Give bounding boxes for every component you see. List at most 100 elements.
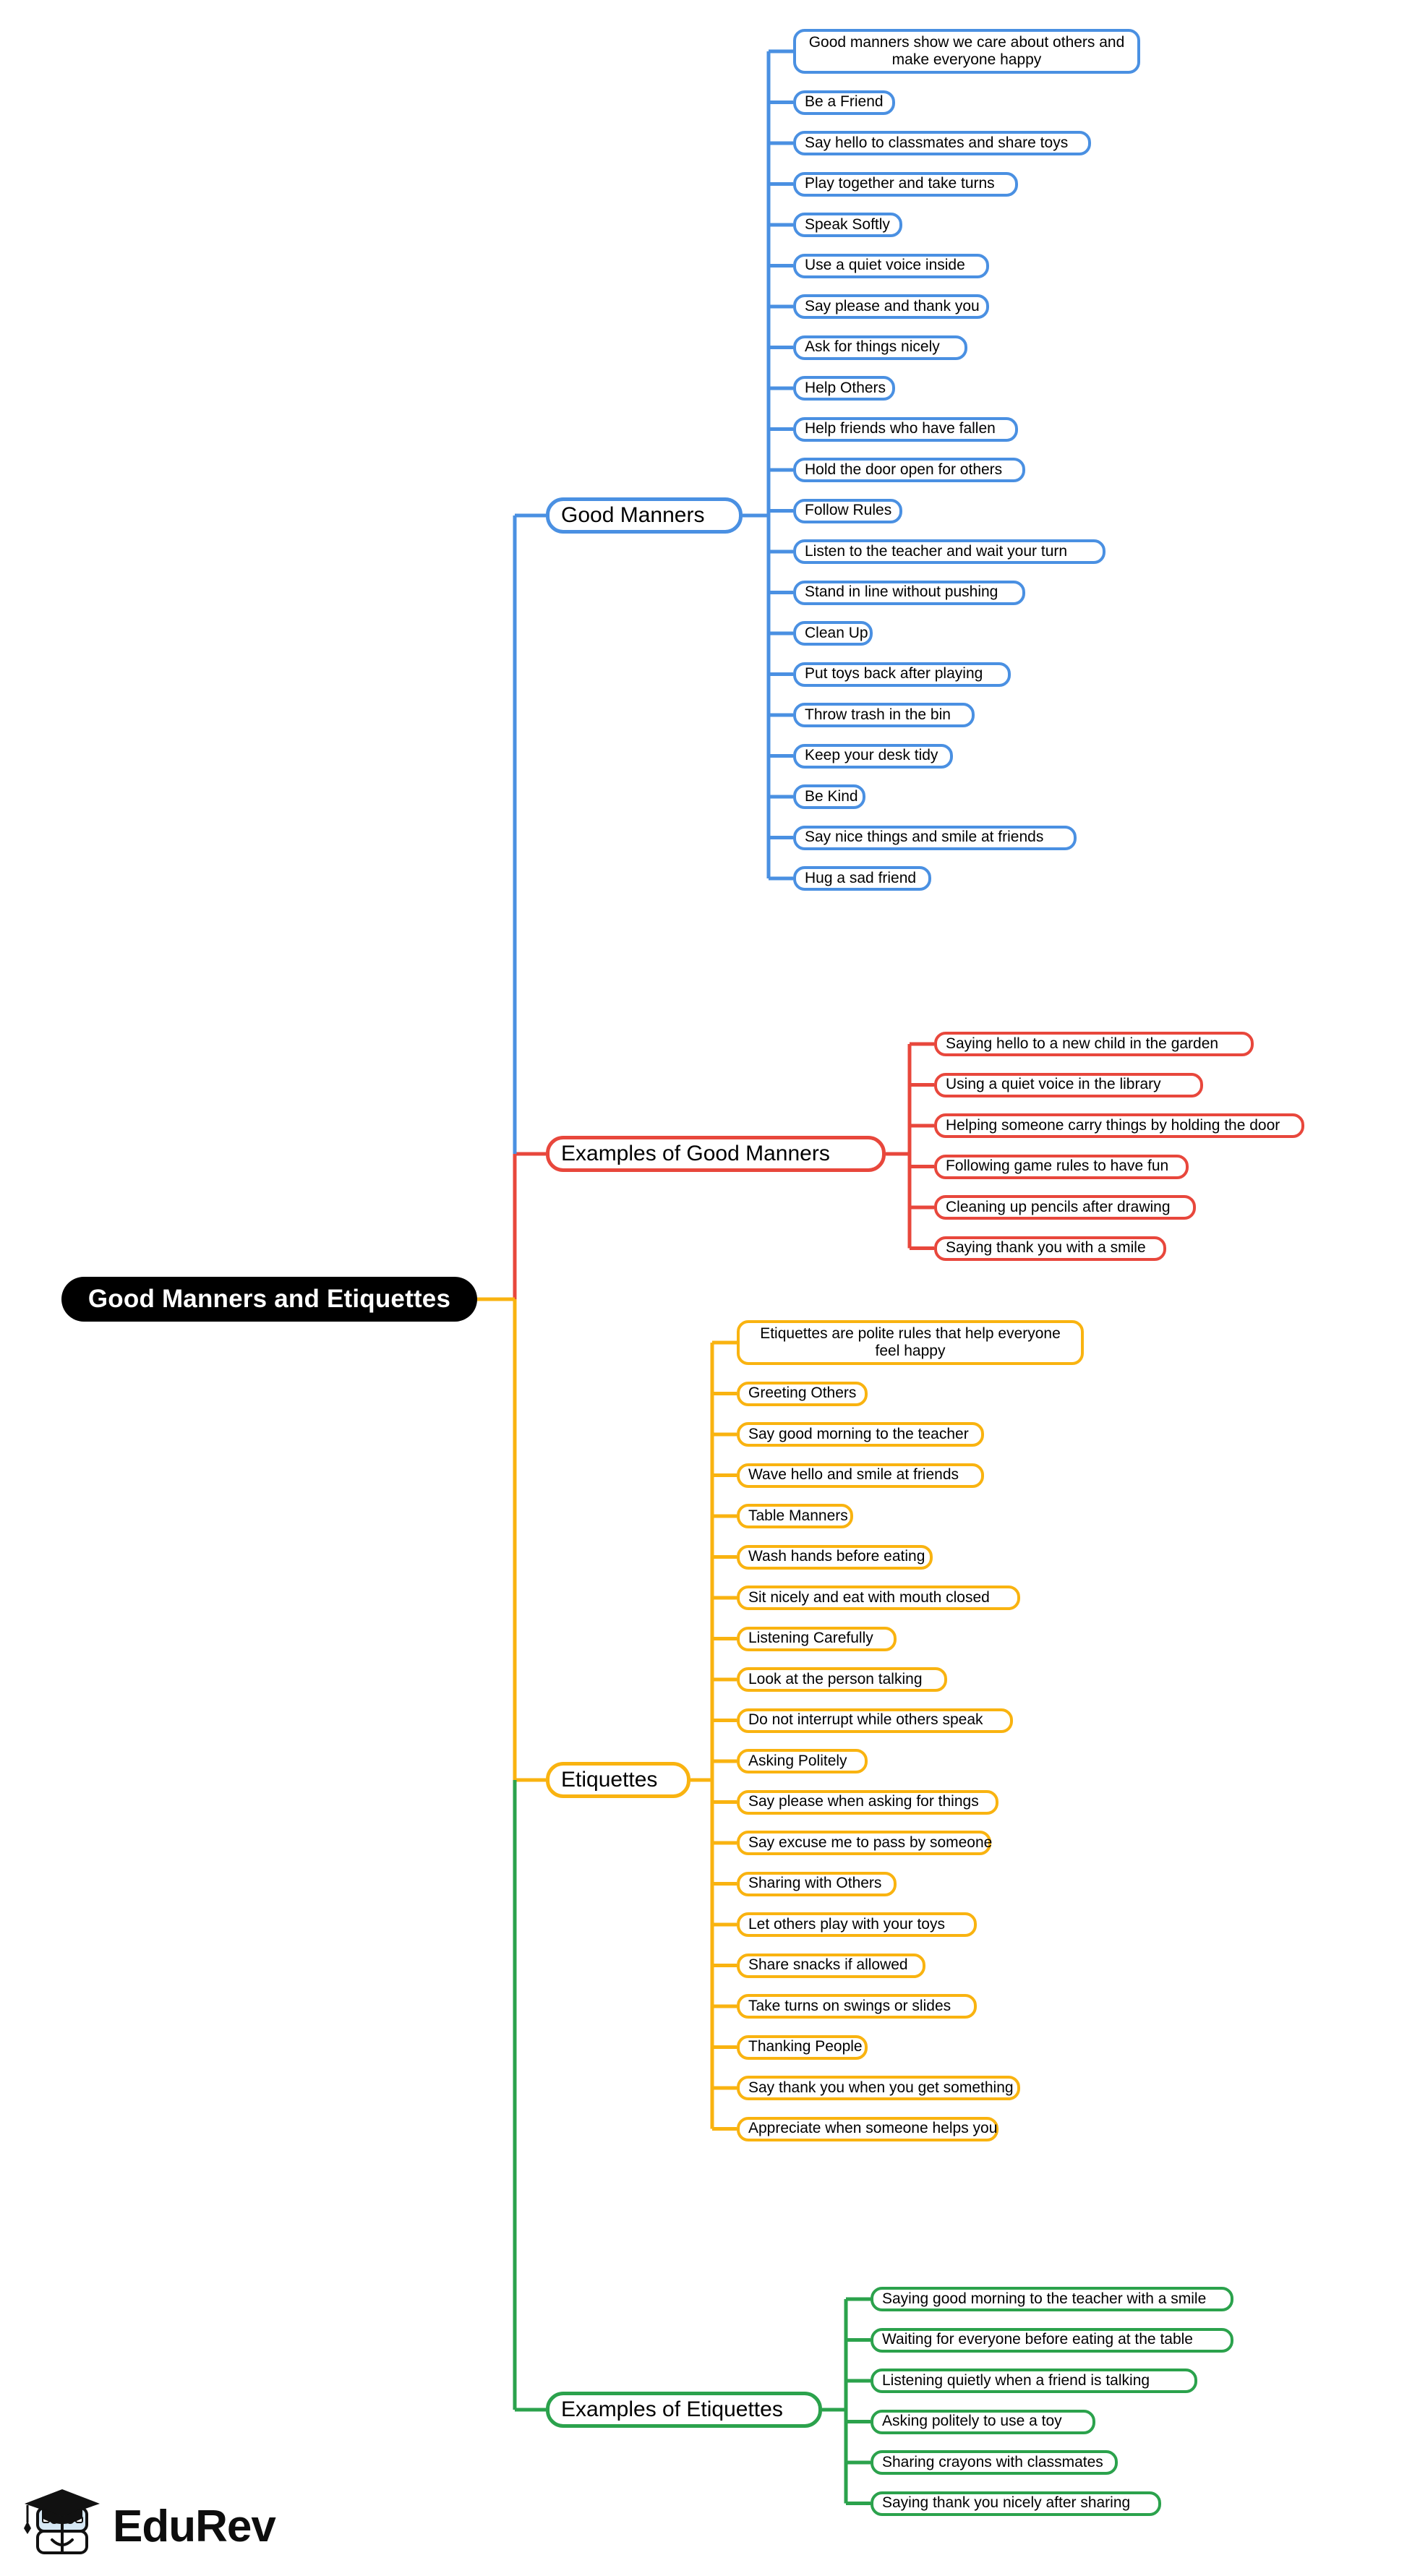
leaf-node[interactable]: Sharing crayons with classmates	[871, 2450, 1118, 2475]
leaf-label: Using a quiet voice in the library	[946, 1076, 1161, 1093]
leaf-label: Say nice things and smile at friends	[805, 829, 1044, 846]
leaf-node[interactable]: Sit nicely and eat with mouth closed	[737, 1586, 1020, 1610]
leaf-label: Help Others	[805, 379, 886, 396]
branch-label: Examples of Etiquettes	[561, 2397, 783, 2421]
leaf-label: Say hello to classmates and share toys	[805, 134, 1069, 151]
leaf-node[interactable]: Stand in line without pushing	[793, 580, 1025, 605]
leaf-node[interactable]: Wash hands before eating	[737, 1544, 933, 1570]
leaf-label: Asking Politely	[748, 1752, 847, 1769]
leaf-node[interactable]: Hug a sad friend	[793, 866, 931, 891]
leaf-node[interactable]: Good manners show we care about others a…	[793, 29, 1140, 74]
leaf-node[interactable]: Take turns on swings or slides	[737, 1994, 977, 2019]
leaf-node[interactable]: Say nice things and smile at friends	[793, 825, 1077, 850]
leaf-node[interactable]: Wave hello and smile at friends	[737, 1463, 984, 1488]
leaf-node[interactable]: Look at the person talking	[737, 1667, 947, 1692]
leaf-label: Saying hello to a new child in the garde…	[946, 1035, 1219, 1052]
leaf-label: Clean Up	[805, 624, 868, 641]
root-label: Good Manners and Etiquettes	[87, 1285, 451, 1313]
leaf-node[interactable]: Let others play with your toys	[737, 1912, 977, 1937]
leaf-node[interactable]: Etiquettes are polite rules that help ev…	[737, 1320, 1084, 1365]
leaf-node[interactable]: Do not interrupt while others speak	[737, 1708, 1013, 1733]
leaf-node[interactable]: Follow Rules	[793, 498, 902, 523]
leaf-node[interactable]: Listen to the teacher and wait your turn	[793, 539, 1105, 564]
leaf-node[interactable]: Say please when asking for things	[737, 1789, 998, 1815]
branch-node-examples-of-etiquettes[interactable]: Examples of Etiquettes	[546, 2392, 822, 2428]
leaf-node[interactable]: Speak Softly	[793, 213, 902, 237]
leaf-label: Wash hands before eating	[748, 1548, 925, 1565]
leaf-node[interactable]: Say thank you when you get something	[737, 2076, 1020, 2100]
leaf-node[interactable]: Help Others	[793, 376, 895, 401]
leaf-node[interactable]: Appreciate when someone helps you	[737, 2116, 998, 2141]
leaf-label: Hold the door open for others	[805, 461, 1003, 478]
leaf-label: Be a Friend	[805, 93, 884, 111]
leaf-node[interactable]: Ask for things nicely	[793, 335, 967, 360]
leaf-node[interactable]: Thanking People	[737, 2034, 868, 2060]
leaf-node[interactable]: Throw trash in the bin	[793, 703, 975, 727]
leaf-node[interactable]: Keep your desk tidy	[793, 743, 953, 769]
leaf-node[interactable]: Saying thank you with a smile	[934, 1236, 1166, 1261]
leaf-node[interactable]: Greeting Others	[737, 1381, 868, 1406]
leaf-label: Etiquettes are polite rules that help ev…	[760, 1325, 1061, 1359]
leaf-label: Sharing crayons with classmates	[882, 2453, 1103, 2470]
leaf-node[interactable]: Say please and thank you	[793, 294, 989, 319]
leaf-node[interactable]: Using a quiet voice in the library	[934, 1072, 1203, 1097]
edurev-logo: EduRev	[22, 2487, 311, 2567]
leaf-node[interactable]: Following game rules to have fun	[934, 1154, 1189, 1179]
leaf-label: Keep your desk tidy	[805, 747, 938, 764]
branch-node-good-manners[interactable]: Good Manners	[546, 497, 743, 534]
leaf-node[interactable]: Saying thank you nicely after sharing	[871, 2491, 1161, 2516]
leaf-label: Use a quiet voice inside	[805, 257, 965, 274]
leaf-node[interactable]: Clean Up	[793, 621, 873, 646]
leaf-label: Sit nicely and eat with mouth closed	[748, 1588, 990, 1606]
leaf-node[interactable]: Say excuse me to pass by someone	[737, 1831, 992, 1855]
leaf-node[interactable]: Saying good morning to the teacher with …	[871, 2287, 1233, 2311]
leaf-label: Put toys back after playing	[805, 665, 983, 682]
leaf-node[interactable]: Cleaning up pencils after drawing	[934, 1195, 1196, 1220]
leaf-label: Ask for things nicely	[805, 338, 940, 356]
leaf-label: Wave hello and smile at friends	[748, 1466, 959, 1484]
leaf-node[interactable]: Help friends who have fallen	[793, 416, 1018, 442]
leaf-node[interactable]: Hold the door open for others	[793, 458, 1025, 482]
leaf-node[interactable]: Be a Friend	[793, 90, 895, 115]
leaf-label: Greeting Others	[748, 1385, 857, 1402]
leaf-node[interactable]: Listening Carefully	[737, 1626, 897, 1651]
leaf-node[interactable]: Listening quietly when a friend is talki…	[871, 2369, 1197, 2393]
branch-label: Examples of Good Manners	[561, 1141, 830, 1165]
leaf-node[interactable]: Share snacks if allowed	[737, 1953, 925, 1978]
leaf-node[interactable]: Sharing with Others	[737, 1871, 897, 1896]
branch-label: Etiquettes	[561, 1767, 658, 1792]
leaf-label: Let others play with your toys	[748, 1915, 945, 1933]
leaf-label: Appreciate when someone helps you	[748, 2120, 998, 2137]
leaf-node[interactable]: Be Kind	[793, 784, 865, 809]
leaf-node[interactable]: Helping someone carry things by holding …	[934, 1113, 1304, 1138]
leaf-label: Say thank you when you get something	[748, 2079, 1014, 2096]
leaf-label: Listening Carefully	[748, 1630, 873, 1647]
leaf-node[interactable]: Put toys back after playing	[793, 662, 1011, 687]
leaf-node[interactable]: Use a quiet voice inside	[793, 253, 989, 278]
leaf-label: Take turns on swings or slides	[748, 1997, 951, 2014]
leaf-node[interactable]: Asking Politely	[737, 1749, 868, 1773]
branch-node-examples-of-good-manners[interactable]: Examples of Good Manners	[546, 1136, 886, 1172]
leaf-label: Table Manners	[748, 1507, 848, 1524]
leaf-label: Waiting for everyone before eating at th…	[882, 2331, 1193, 2348]
leaf-label: Asking politely to use a toy	[882, 2413, 1062, 2430]
leaf-label: Saying good morning to the teacher with …	[882, 2290, 1207, 2307]
leaf-label: Sharing with Others	[748, 1875, 882, 1892]
leaf-node[interactable]: Asking politely to use a toy	[871, 2409, 1095, 2434]
leaf-node[interactable]: Say good morning to the teacher	[737, 1422, 984, 1447]
branch-node-etiquettes[interactable]: Etiquettes	[546, 1762, 690, 1798]
leaf-label: Be Kind	[805, 787, 858, 805]
leaf-label: Cleaning up pencils after drawing	[946, 1198, 1171, 1215]
leaf-node[interactable]: Waiting for everyone before eating at th…	[871, 2327, 1233, 2353]
root-node[interactable]: Good Manners and Etiquettes	[61, 1277, 477, 1322]
leaf-label: Say please when asking for things	[748, 1793, 979, 1810]
edurev-wordmark: EduRev	[113, 2502, 276, 2551]
leaf-node[interactable]: Play together and take turns	[793, 171, 1018, 197]
leaf-label: Saying thank you with a smile	[946, 1239, 1146, 1257]
leaf-node[interactable]: Saying hello to a new child in the garde…	[934, 1032, 1254, 1056]
leaf-node[interactable]: Table Manners	[737, 1504, 853, 1528]
leaf-label: Thanking People	[748, 2038, 863, 2055]
leaf-node[interactable]: Say hello to classmates and share toys	[793, 131, 1091, 155]
leaf-label: Do not interrupt while others speak	[748, 1711, 983, 1729]
